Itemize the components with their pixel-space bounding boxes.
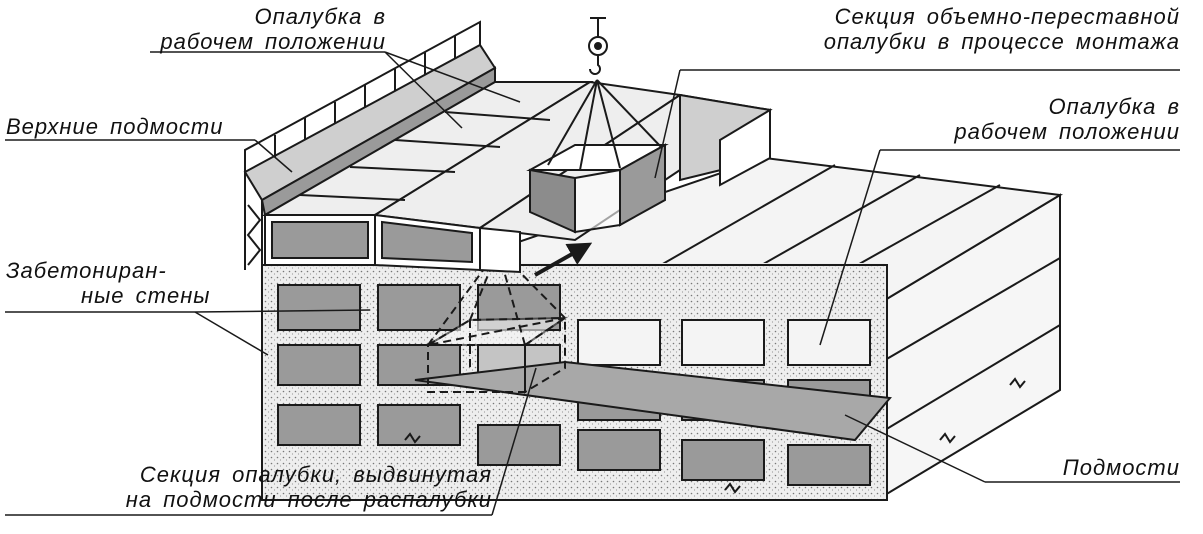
label-formwork-working-top-line1: Опалубка в <box>254 4 386 29</box>
label-formwork-working-right: Опалубка в рабочем положении <box>900 94 1180 144</box>
label-section-assembly-line1: Секция объемно-переставной <box>834 4 1180 29</box>
label-formwork-working-right-line2: рабочем положении <box>954 119 1180 144</box>
label-formwork-working-right-line1: Опалубка в <box>1048 94 1180 119</box>
label-concreted-walls-line2: ные стены <box>81 283 211 308</box>
crane-hook-main <box>547 17 663 171</box>
label-section-assembly: Секция объемно-переставной опалубки в пр… <box>700 4 1180 54</box>
label-concreted-walls-line1: Забетониран- <box>6 258 167 283</box>
label-formwork-working-top: Опалубка в рабочем положении <box>150 4 386 54</box>
label-upper-scaffold: Верхние подмости <box>6 114 224 139</box>
label-section-extended-line2: на подмости после распалубки <box>125 487 492 512</box>
formwork-boxes <box>261 80 773 274</box>
direction-arrow <box>534 242 593 277</box>
label-section-assembly-line2: опалубки в процессе монтажа <box>823 29 1180 54</box>
label-section-extended-line1: Секция опалубки, выдвинутая <box>139 462 492 487</box>
extended-formwork-section <box>424 249 569 394</box>
label-section-extended: Секция опалубки, выдвинутая на подмости … <box>6 462 492 512</box>
label-scaffold: Подмости <box>1062 455 1180 480</box>
scaffold-platform <box>414 360 892 442</box>
leader-lines <box>5 51 1180 516</box>
label-concreted-walls: Забетониран- ные стены <box>6 258 211 308</box>
upper-scaffold <box>243 20 497 275</box>
label-formwork-working-top-line2: рабочем положении <box>160 29 386 54</box>
